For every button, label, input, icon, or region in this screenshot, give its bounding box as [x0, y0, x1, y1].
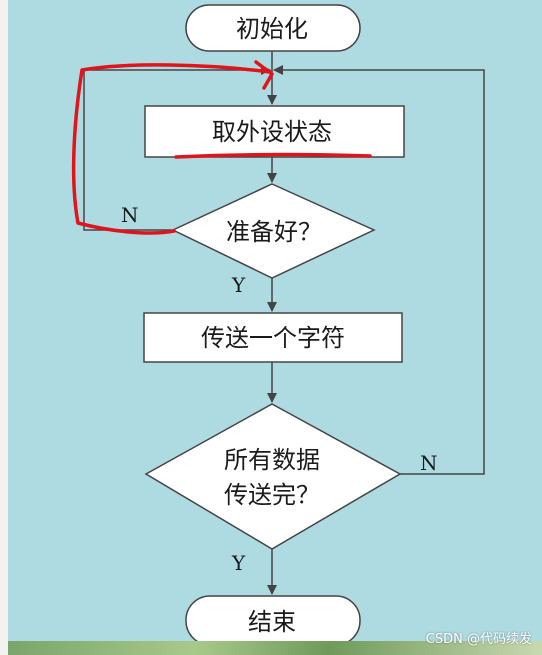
red-annotation [71, 60, 372, 235]
read-status-box [144, 105, 405, 158]
send-char-label: 传送一个字符 [201, 324, 345, 352]
send-char-box [143, 312, 403, 363]
bottom-photo-strip [8, 641, 542, 655]
all-sent-label-line2: 传送完？ [224, 481, 320, 509]
end-label: 结束 [248, 608, 296, 636]
edge-done-no-loop [273, 65, 485, 475]
edge-labels: N Y N Y [121, 203, 438, 575]
left-edge-strip [0, 0, 8, 655]
start-label: 初始化 [236, 15, 308, 43]
red-arrow-head [254, 60, 274, 90]
edge-ready-no-loop [83, 65, 271, 231]
node-labels: 初始化 取外设状态 准备好？ 传送一个字符 所有数据 传送完？ 结束 [201, 15, 345, 636]
nodes [143, 4, 405, 646]
watermark: CSDN @代码续发 [425, 632, 532, 647]
all-sent-label-line1: 所有数据 [224, 446, 320, 474]
start-terminal [185, 4, 361, 52]
read-status-label: 取外设状态 [212, 118, 332, 146]
ready-no-label: N [121, 203, 139, 227]
ready-decision [171, 183, 376, 279]
done-no-label: N [420, 451, 438, 475]
all-sent-decision [144, 403, 402, 550]
red-underline [174, 152, 372, 159]
ready-question-label: 准备好？ [226, 218, 322, 246]
done-yes-label: Y [231, 551, 246, 575]
flowchart-canvas: 初始化 取外设状态 准备好？ 传送一个字符 所有数据 传送完？ 结束 N Y N… [8, 0, 542, 655]
ready-yes-label: Y [231, 273, 246, 297]
red-loop-stroke [71, 63, 272, 235]
connectors [83, 51, 485, 595]
